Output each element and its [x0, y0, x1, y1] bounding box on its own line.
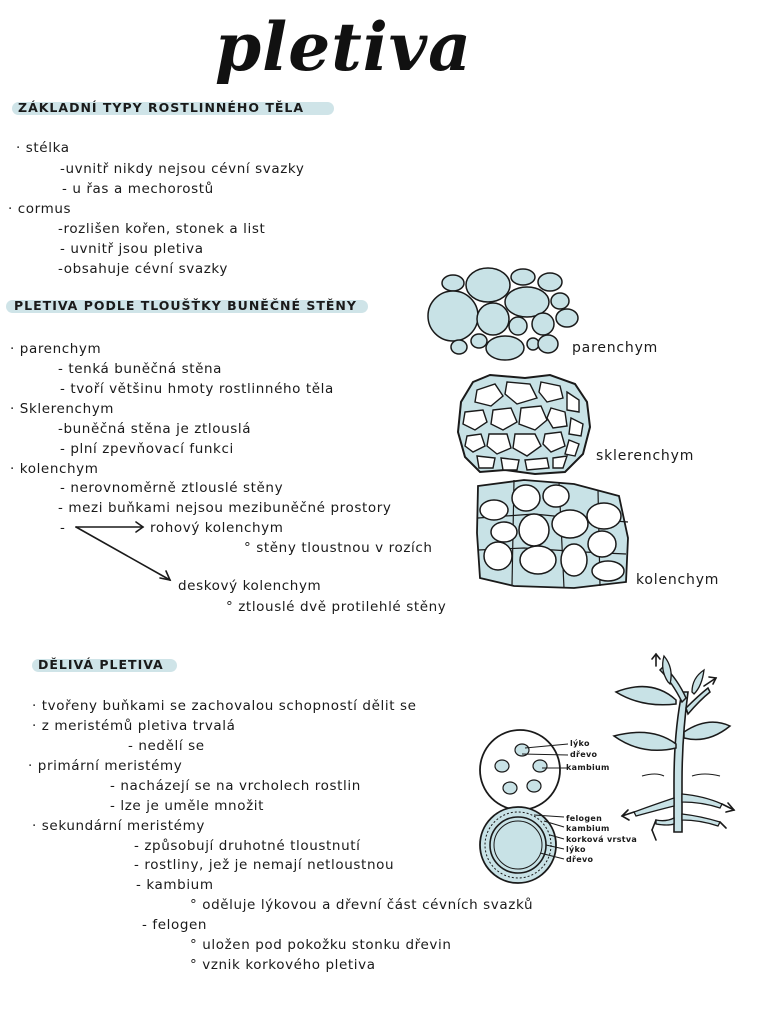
list-item: ° stěny tloustnou v rozích [244, 540, 433, 556]
list-item: - uvnitř jsou pletiva [60, 241, 204, 257]
list-item: -obsahuje cévní svazky [58, 261, 228, 277]
list-item: - rostliny, jež je nemají netloustnou [134, 857, 395, 873]
label-kolenchym: kolenchym [636, 572, 720, 588]
list-item: -buněčná stěna je ztlouslá [58, 421, 252, 437]
sub-item: uložen pod pokožku stonku dřevin [202, 937, 452, 953]
list-item: · z meristémů pletiva trvalá [32, 718, 236, 734]
plant-illustration [612, 652, 736, 841]
list-item: - plní zpevňovací funkci [60, 441, 234, 457]
list-item: · primární meristémy [28, 758, 183, 774]
list-item: · tvořeny buňkami se zachovalou schopnos… [32, 698, 417, 714]
list-item: - [60, 520, 66, 536]
parenchyma-illustration [427, 267, 579, 361]
diagram-label: dřevo [570, 750, 598, 759]
list-item: - způsobují druhotné tloustnutí [134, 838, 361, 854]
list-item: - mezi buňkami nejsou mezibuněčné prosto… [58, 500, 392, 516]
diagram-label: korková vrstva [566, 835, 638, 844]
list-item: - nacházejí se na vrcholech rostlin [110, 778, 361, 794]
list-item: · kolenchym [10, 461, 99, 477]
list-item: - kambium [136, 877, 214, 893]
list-item: -rozlišen kořen, stonek a list [58, 221, 266, 237]
list-item: - nerovnoměrně ztlouslé stěny [60, 480, 284, 496]
diagram-label: dřevo [566, 855, 594, 864]
diagram-label: felogen [566, 814, 603, 823]
heading-highlight [6, 300, 368, 313]
list-item: · parenchym [10, 341, 102, 357]
list-item: deskový kolenchym [178, 578, 322, 594]
section-heading-cell-wall: Pletiva podle tloušťky buněčné stěny [14, 298, 357, 313]
section-heading-body-types: Základní typy rostlinného těla [18, 100, 305, 115]
list-item: · Sklerenchym [10, 401, 115, 417]
diagram-label: lýko [566, 845, 586, 854]
list-item: ° uložen pod pokožku stonku dřevin [190, 937, 452, 953]
list-item: ° oděluje lýkovou a dřevní část cévních … [190, 897, 534, 913]
list-item: - tenká buněčná stěna [58, 361, 223, 377]
list-item: ° vznik korkového pletiva [190, 957, 376, 973]
list-item: - felogen [142, 917, 208, 933]
sub-item: oděluje lýkovou a dřevní část cévních sv… [202, 897, 534, 913]
list-item: - u řas a mechorostů [62, 181, 214, 197]
diagram-label: kambium [566, 824, 610, 833]
list-item: · cormus [8, 201, 72, 217]
list-item: rohový kolenchym [150, 520, 284, 536]
diagram-label: lýko [570, 739, 590, 748]
label-parenchym: parenchym [572, 340, 659, 356]
list-item: - lze je uměle množit [110, 798, 265, 814]
section-heading-meristems: Dělivá pletiva [38, 657, 164, 672]
list-item: - tvoří většinu hmoty rostlinného těla [60, 381, 334, 397]
label-sklerenchym: sklerenchym [596, 448, 695, 464]
list-item: · sekundární meristémy [32, 818, 205, 834]
secondary-stem-cross-section [479, 806, 565, 884]
heading-highlight [12, 102, 334, 115]
page-title: pletiva [215, 8, 472, 86]
diagram-label: kambium [566, 763, 610, 772]
list-item: - nedělí se [128, 738, 205, 754]
heading-highlight [32, 659, 177, 672]
sclerenchyma-illustration [456, 373, 592, 476]
list-item: · stélka [16, 140, 70, 156]
collenchyma-illustration [476, 479, 629, 589]
list-item: -uvnitř nikdy nejsou cévní svazky [60, 161, 305, 177]
list-item: ° ztlouslé dvě protilehlé stěny [226, 599, 447, 615]
sub-item: stěny tloustnou v rozích [256, 540, 433, 556]
sub-item: vznik korkového pletiva [202, 957, 376, 973]
primary-stem-cross-section [479, 729, 569, 811]
sub-item: ztlouslé dvě protilehlé stěny [238, 599, 447, 615]
